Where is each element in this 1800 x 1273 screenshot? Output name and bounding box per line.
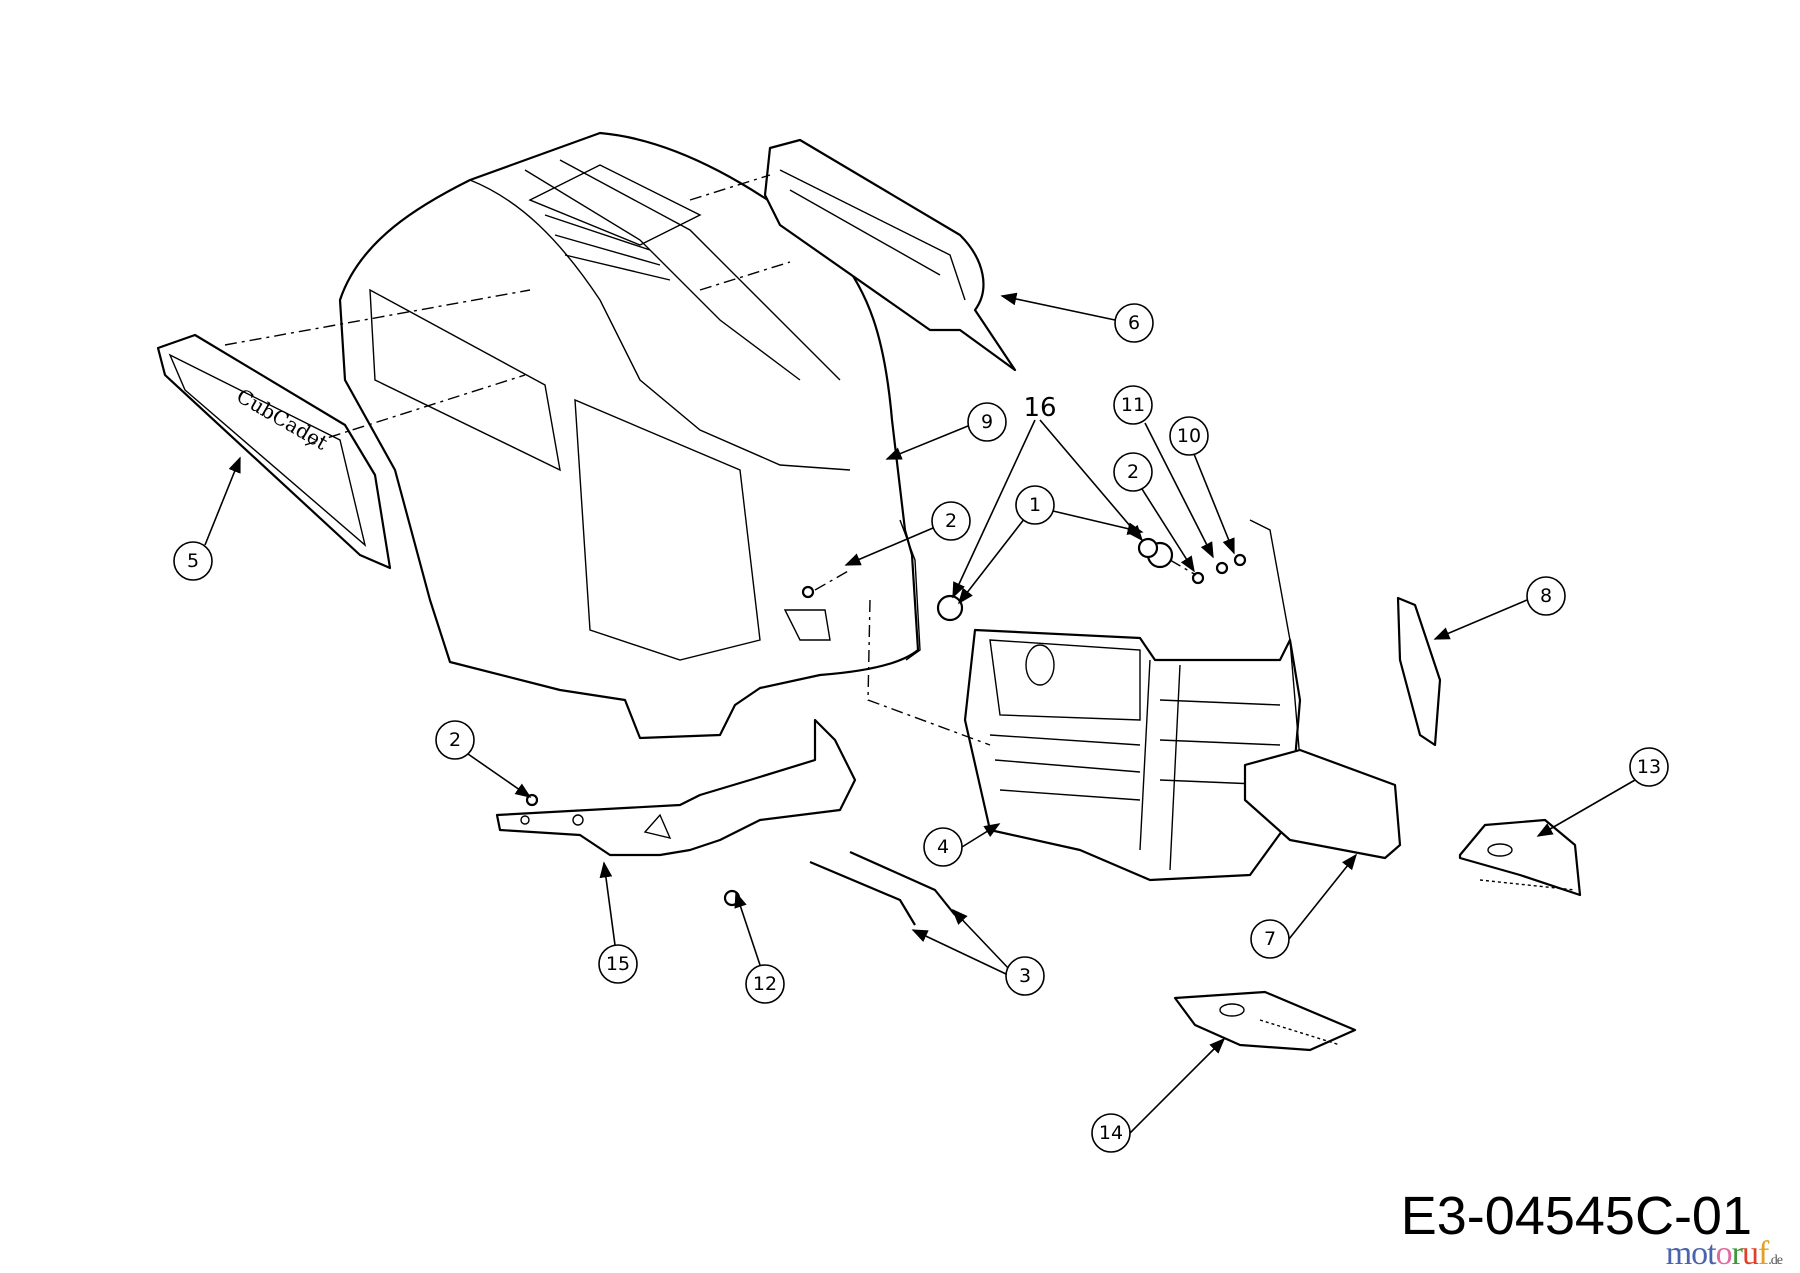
callout-1: 1 (1015, 485, 1055, 525)
watermark-letter: u (1741, 1235, 1759, 1272)
svg-text:15: 15 (606, 953, 630, 975)
svg-text:13: 13 (1637, 756, 1661, 778)
svg-text:2: 2 (945, 510, 957, 532)
callout-9: 9 (967, 402, 1007, 442)
callout-4: 4 (923, 827, 963, 867)
callout-6: 6 (1114, 303, 1154, 343)
svg-text:2: 2 (1127, 461, 1139, 483)
watermark-letter: r (1731, 1235, 1743, 1272)
svg-text:4: 4 (937, 836, 949, 858)
part-7-bumper (1243, 748, 1402, 860)
callout-10: 10 (1169, 416, 1209, 456)
svg-text:2: 2 (449, 729, 461, 751)
part-15-bracket (495, 718, 857, 857)
part-4-grille (963, 519, 1302, 882)
motoruf-watermark: motoruf.de (1665, 1235, 1783, 1273)
svg-text:5: 5 (187, 550, 199, 572)
watermark-suffix: .de (1768, 1253, 1783, 1268)
svg-text:11: 11 (1121, 394, 1145, 416)
callout-2-right: 2 (1113, 452, 1153, 492)
watermark-letter: f (1757, 1235, 1769, 1272)
svg-text:1: 1 (1029, 494, 1041, 516)
callout-7: 7 (1250, 919, 1290, 959)
svg-text:10: 10 (1177, 425, 1201, 447)
svg-text:9: 9 (981, 411, 993, 433)
callout-2-middle: 2 (931, 501, 971, 541)
watermark-letter: t (1707, 1235, 1717, 1272)
part-3-rods (809, 850, 956, 926)
callout-leaders (204, 292, 1636, 1134)
drawing-id: E3-04545C-01 (1400, 1186, 1752, 1246)
callout-3: 3 (1005, 956, 1045, 996)
part-8-side-lens (1396, 596, 1442, 747)
callout-13: 13 (1629, 747, 1669, 787)
svg-text:3: 3 (1019, 965, 1031, 987)
callout-14: 14 (1091, 1113, 1131, 1153)
part-6-vent (763, 138, 1017, 372)
part-13-decal (1458, 818, 1582, 897)
watermark-letter: o (1715, 1235, 1733, 1272)
svg-text:14: 14 (1099, 1122, 1123, 1144)
svg-text:8: 8 (1540, 585, 1552, 607)
svg-text:6: 6 (1128, 312, 1140, 334)
callout-8: 8 (1526, 576, 1566, 616)
callout-5: 5 (173, 541, 213, 581)
callout-12: 12 (745, 964, 785, 1004)
callout-15: 15 (598, 944, 638, 984)
part-14-decal (1173, 990, 1357, 1052)
svg-text:16: 16 (1023, 393, 1056, 423)
watermark-letter: o (1691, 1235, 1708, 1272)
svg-text:7: 7 (1264, 928, 1276, 950)
callout-11: 11 (1113, 385, 1153, 425)
svg-text:12: 12 (753, 973, 777, 995)
watermark-letter: m (1665, 1235, 1692, 1272)
callout-16: 16 (1023, 393, 1056, 423)
callout-2-left: 2 (435, 720, 475, 760)
